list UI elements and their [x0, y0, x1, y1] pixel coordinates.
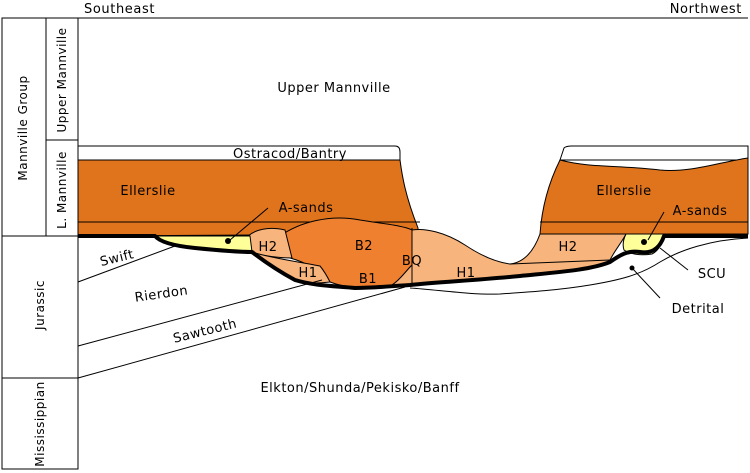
southeast-label: Southeast: [84, 2, 155, 17]
b1-label: B1: [359, 272, 377, 287]
h1-right-label: H1: [456, 266, 475, 281]
mississippian-label: Mississippian: [33, 381, 47, 466]
detrital-label: Detrital: [672, 302, 725, 317]
a-sands-left-label: A-sands: [279, 201, 334, 216]
ostracod-label: Ostracod/Bantry: [233, 147, 347, 162]
stratigraphic-column: [1, 17, 748, 470]
lower-mannville-column-label: L. Mannville: [55, 151, 69, 229]
mannville-group-label: Mannville Group: [16, 75, 30, 180]
h2-right-label: H2: [558, 240, 577, 255]
northwest-label: Northwest: [670, 2, 742, 17]
ellerslie-left-label: Ellerslie: [120, 184, 175, 199]
upper-mannville-label: Upper Mannville: [277, 81, 390, 96]
pointer-lines: [229, 207, 689, 299]
unconformity-line: [78, 234, 748, 290]
a-sands-right-label: A-sands: [673, 204, 728, 219]
scu-label: SCU: [698, 267, 726, 282]
elkton-label: Elkton/Shunda/Pekisko/Banff: [260, 381, 459, 396]
h2-left-label: H2: [258, 240, 277, 255]
ostracod-bantry-layer: [77, 145, 401, 161]
jurassic-boundaries: [77, 245, 406, 379]
rierdon-label: Rierdon: [134, 283, 189, 305]
ellerslie-right-label: Ellerslie: [596, 184, 651, 199]
ellerslie-right-fill: [539, 157, 749, 235]
detrital-surface: [409, 237, 749, 295]
bq-label: BQ: [402, 254, 422, 269]
ostracod-right: [559, 145, 749, 161]
h1-left-label: H1: [298, 266, 317, 281]
swift-label: Swift: [99, 247, 136, 270]
b2-label: B2: [355, 239, 373, 254]
upper-mannville-column-label: Upper Mannville: [55, 27, 69, 132]
jurassic-label: Jurassic: [33, 280, 47, 331]
